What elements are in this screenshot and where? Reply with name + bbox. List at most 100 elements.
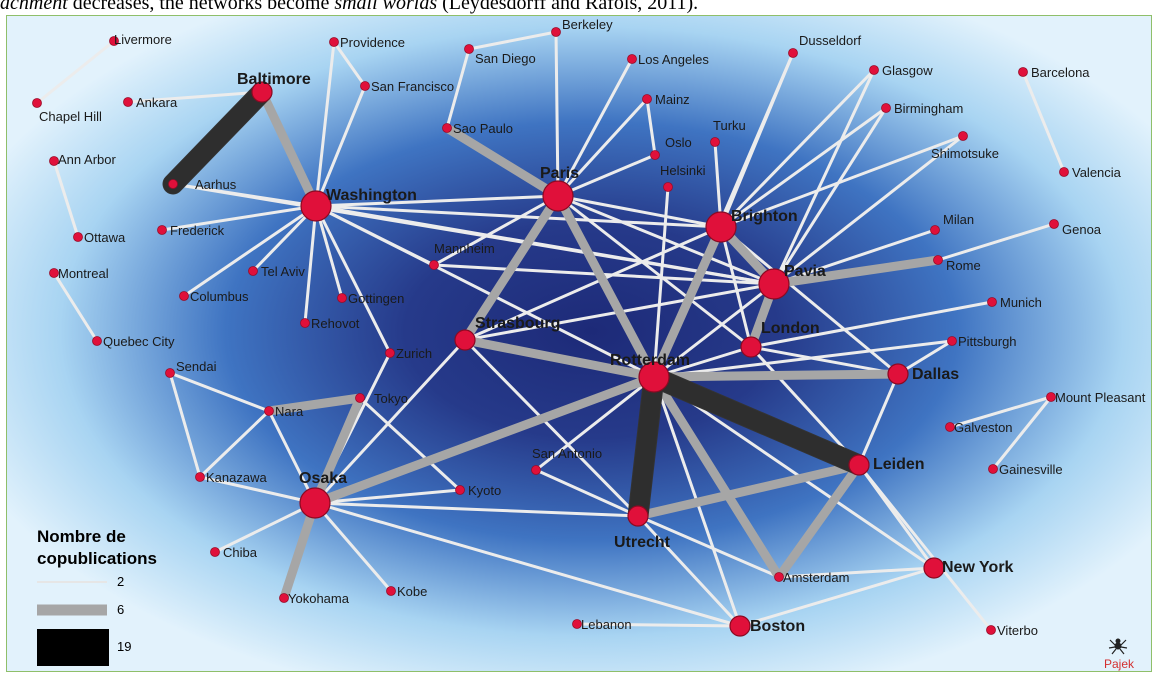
edge-sendai-nara [168, 371, 271, 413]
edge-strasbourg-rotterdam [460, 335, 659, 382]
node-label-yokohama: Yokohama [288, 591, 350, 606]
edge-pavia-rotterdam [652, 282, 776, 379]
edge-mainz-paris [556, 97, 649, 198]
node-label-gainesville: Gainesville [999, 462, 1063, 477]
node-label-brighton: Brighton [731, 208, 798, 225]
edge-newyork-amsterdam [777, 566, 936, 579]
edge-barcelona-valencia [1021, 70, 1066, 174]
legend-title-line2: copublications [37, 549, 157, 568]
node-label-london: London [761, 320, 820, 337]
edge-berkeley-sandiego [467, 30, 558, 51]
node-zurich [385, 348, 395, 358]
legend-value-strong: 19 [117, 639, 131, 654]
node-kobe [386, 586, 396, 596]
edge-sandiego-saopaulo [445, 47, 471, 130]
node-label-leiden: Leiden [873, 456, 925, 473]
node-mannheim [429, 260, 439, 270]
edge-rotterdam-amsterdam [649, 372, 784, 582]
node-label-munich: Munich [1000, 295, 1042, 310]
node-london [740, 336, 762, 358]
edge-pittsburgh-rotterdam [652, 339, 954, 379]
edge-leiden-viterbo [857, 463, 993, 632]
node-label-losangeles: Los Angeles [638, 52, 709, 67]
edge-nara-osaka [267, 409, 317, 505]
node-label-valencia: Valencia [1072, 165, 1122, 180]
node-label-berkeley: Berkeley [562, 17, 613, 32]
edge-aarhus-pavia [171, 182, 776, 286]
edge-saopaulo-paris [442, 123, 563, 201]
edge-shimotsuke-brighton [719, 134, 965, 229]
node-label-boston: Boston [750, 618, 805, 635]
node-valencia [1059, 167, 1069, 177]
caption-suffix: (Leydesdorff and Rafols, 2011). [437, 0, 699, 14]
edge-brighton-strasbourg [463, 225, 723, 342]
node-newyork [923, 557, 945, 579]
node-dusseldorf [788, 48, 798, 58]
edge-washington-frederick [160, 204, 318, 232]
node-label-nara: Nara [275, 404, 304, 419]
edge-rotterdam-newyork [652, 375, 936, 570]
node-label-pittsburgh: Pittsburgh [958, 334, 1017, 349]
node-turku [710, 137, 720, 147]
node-sanantonio [531, 465, 541, 475]
node-label-glasgow: Glasgow [882, 63, 933, 78]
edge-annarbor-ottawa [52, 159, 80, 239]
edge-brighton-london [719, 225, 753, 349]
edge-glasgow-brighton [719, 68, 876, 229]
pajek-label: Pajek [1104, 657, 1135, 671]
node-brighton [705, 211, 737, 243]
node-label-turku: Turku [713, 118, 746, 133]
spider-icon [1108, 638, 1128, 655]
node-viterbo [986, 625, 996, 635]
edge-mainz-oslo [645, 97, 657, 157]
node-label-dusseldorf: Dusseldorf [799, 33, 862, 48]
edge-utrecht-boston [636, 514, 742, 628]
node-strasbourg [454, 329, 476, 351]
node-amsterdam [774, 572, 784, 582]
caption-middle: decreases, the networks become [67, 0, 335, 14]
node-label-oslo: Oslo [665, 135, 692, 150]
edge-washington-mannheim [314, 204, 436, 267]
edge-utrecht-sanantonio [534, 468, 640, 518]
legend: Nombre de copublications 2 6 19 [37, 527, 157, 666]
node-pavia [758, 268, 790, 300]
node-label-columbus: Columbus [190, 289, 249, 304]
node-columbus [179, 291, 189, 301]
node-label-rehovot: Rehovot [311, 316, 360, 331]
edge-rotterdam-utrecht [628, 367, 664, 526]
caption-text: achment decreases, the networks become s… [0, 0, 1154, 15]
node-washington [300, 190, 332, 222]
edge-glasgow-pavia [772, 68, 876, 286]
node-label-frederick: Frederick [170, 223, 225, 238]
node-sendai [165, 368, 175, 378]
node-kyoto [455, 485, 465, 495]
edge-lebanon-boston [575, 622, 742, 628]
node-barcelona [1018, 67, 1028, 77]
edge-ankara-baltimore [126, 90, 264, 104]
edge-osaka-kanazawa [198, 475, 317, 505]
edge-washington-gottingen [314, 204, 344, 300]
node-layer [32, 27, 1069, 637]
edge-tokyo-kyoto [358, 396, 462, 492]
node-helsinki [663, 182, 673, 192]
edge-leiden-amsterdam [774, 460, 864, 582]
node-kanazawa [195, 472, 205, 482]
node-label-sanfrancisco: San Francisco [371, 79, 454, 94]
node-rotterdam [638, 361, 670, 393]
node-label-amsterdam: Amsterdam [783, 570, 849, 585]
edge-tokyo-osaka [310, 393, 365, 508]
edge-sendai-kanazawa [168, 371, 202, 479]
node-glasgow [869, 65, 879, 75]
node-label-livermore: Livermore [114, 32, 172, 47]
edge-osaka-yokohama [279, 498, 320, 603]
edge-utrecht-leiden [633, 460, 864, 521]
edge-losangeles-paris [556, 57, 634, 198]
node-label-lebanon: Lebanon [581, 617, 632, 632]
node-label-utrecht: Utrecht [614, 534, 671, 551]
edge-washington-rehovot [303, 204, 318, 325]
node-label-annarbor: Ann Arbor [58, 152, 116, 167]
edge-pavia-rome [769, 255, 943, 289]
legend-value-weak: 2 [117, 574, 124, 589]
node-label-kanazawa: Kanazawa [206, 470, 267, 485]
